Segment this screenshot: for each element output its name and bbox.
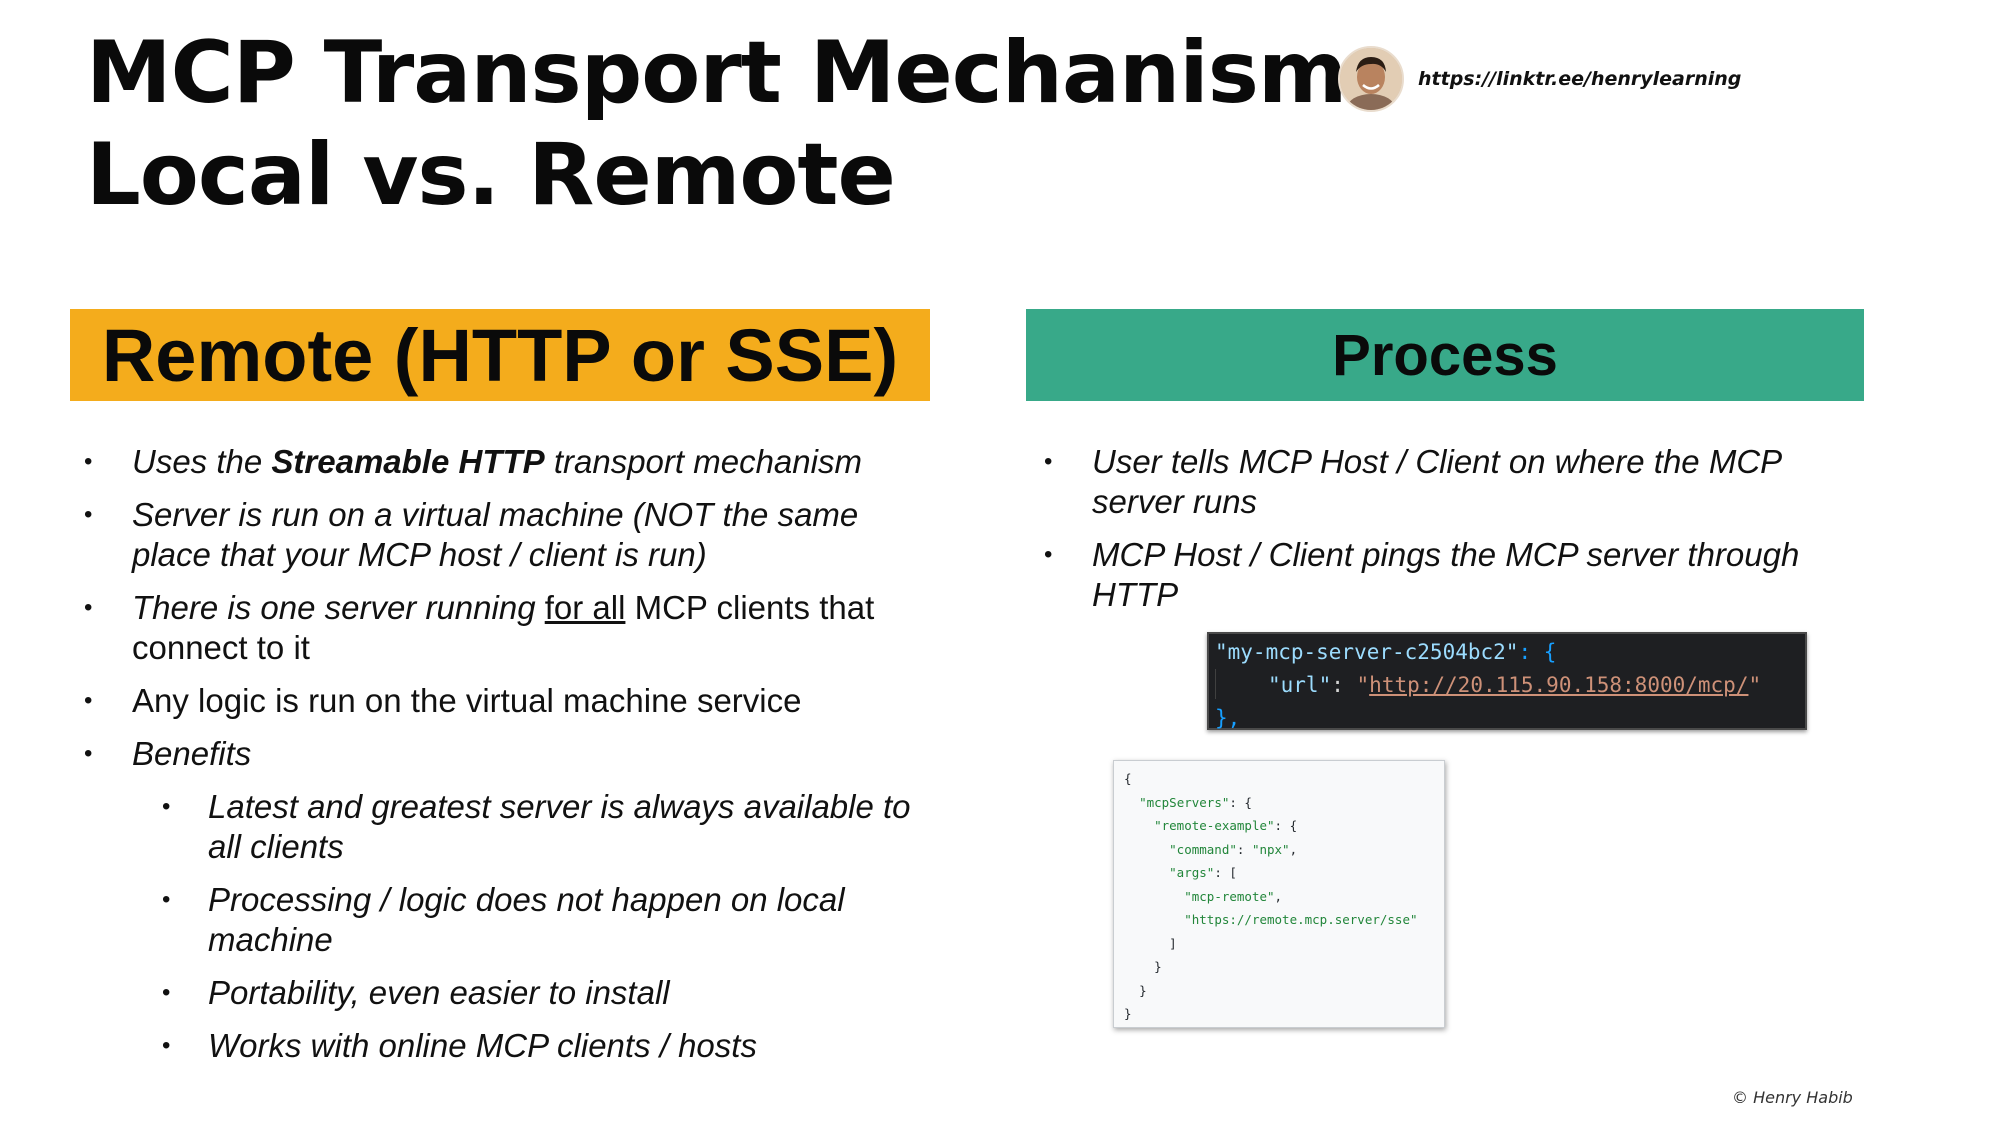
avatar-portrait-icon (1340, 48, 1402, 110)
copyright-credit: © Henry Habib (1732, 1088, 1853, 1107)
avatar (1338, 46, 1404, 112)
code-token: : { (1229, 794, 1252, 810)
remote-bullet-list: Uses the Streamable HTTP transport mecha… (70, 442, 930, 1079)
code-token: : { (1274, 818, 1298, 833)
mcp-servers-json-snippet: { "mcpServers": { "remote-example": { "c… (1113, 760, 1445, 1028)
code-token: "url" (1268, 673, 1332, 697)
list-item: Latest and greatest server is always ava… (148, 787, 930, 867)
code-token: }, (1215, 706, 1241, 730)
bullet-text: Portability, even easier to install (208, 974, 670, 1011)
bullet-text: Server is run on a virtual machine (NOT … (132, 496, 859, 573)
process-banner-label: Process (1332, 322, 1558, 388)
code-token: "mcpServers" (1139, 794, 1230, 810)
bullet-text: MCP Host / Client pings the MCP server t… (1092, 536, 1800, 613)
code-token: "args" (1169, 865, 1215, 880)
code-url-link[interactable]: http://20.115.90.158:8000/mcp/ (1369, 673, 1749, 697)
code-token: "my-mcp-server-c2504bc2" (1215, 640, 1519, 664)
bullet-text: Uses the (132, 443, 272, 480)
code-token: "mcp-remote" (1184, 888, 1275, 904)
bullet-text: Works with online MCP clients / hosts (208, 1027, 757, 1064)
bullet-text: Benefits (132, 735, 252, 772)
author-link[interactable]: https://linktr.ee/henrylearning (1418, 68, 1742, 90)
code-token: { (1124, 771, 1132, 786)
list-item: User tells MCP Host / Client on where th… (1030, 442, 1860, 522)
list-item: Benefits Latest and greatest server is a… (70, 734, 930, 1066)
code-token: } (1154, 959, 1162, 974)
indent-guide (1215, 669, 1216, 699)
code-token: , (1289, 841, 1298, 857)
page-title: MCP Transport Mechanisms Local vs. Remot… (86, 22, 1398, 226)
bullet-text: transport mechanism (544, 443, 862, 480)
code-token: : (1331, 673, 1357, 697)
code-token: "npx" (1251, 841, 1290, 857)
code-token: "command" (1169, 841, 1237, 857)
bullet-text: MCP clients that connect to it (132, 589, 875, 666)
title-line-1: MCP Transport Mechanisms (86, 23, 1398, 123)
code-token: " (1356, 673, 1370, 697)
bullet-bold-text: Streamable HTTP (271, 443, 545, 480)
bullet-text: Processing / logic does not happen on lo… (208, 881, 845, 958)
code-token: } (1139, 982, 1147, 998)
bullet-text: User tells MCP Host / Client on where th… (1092, 443, 1781, 520)
list-item: Any logic is run on the virtual machine … (70, 681, 930, 721)
list-item: Works with online MCP clients / hosts (148, 1026, 930, 1066)
code-token: } (1124, 1006, 1132, 1021)
process-bullet-list: User tells MCP Host / Client on where th… (1030, 442, 1860, 628)
benefits-list: Latest and greatest server is always ava… (148, 787, 930, 1066)
code-token: : { (1518, 640, 1557, 664)
list-item: MCP Host / Client pings the MCP server t… (1030, 535, 1860, 615)
code-token: : (1236, 841, 1252, 857)
code-token: ] (1169, 935, 1177, 951)
author-badge: https://linktr.ee/henrylearning (1338, 46, 1741, 112)
code-token: " (1748, 673, 1762, 697)
remote-config-code-snippet: "my-mcp-server-c2504bc2": { "url": "http… (1207, 632, 1807, 730)
bullet-text: Any logic is run on the virtual machine … (132, 682, 802, 719)
code-token: "https://remote.mcp.server/sse" (1184, 912, 1418, 927)
code-token: , (1274, 888, 1283, 904)
list-item: Portability, even easier to install (148, 973, 930, 1013)
title-line-2: Local vs. Remote (86, 125, 896, 225)
code-token: "remote-example" (1154, 818, 1275, 833)
bullet-text: Latest and greatest server is always ava… (208, 788, 911, 865)
code-token: : [ (1214, 865, 1237, 880)
remote-banner: Remote (HTTP or SSE) (70, 309, 930, 401)
list-item: Uses the Streamable HTTP transport mecha… (70, 442, 930, 482)
bullet-underlined-text: for all (544, 589, 626, 626)
process-banner: Process (1026, 309, 1864, 401)
list-item: Server is run on a virtual machine (NOT … (70, 495, 930, 575)
list-item: There is one server running for all MCP … (70, 588, 930, 668)
bullet-text: There is one server running (132, 589, 545, 626)
list-item: Processing / logic does not happen on lo… (148, 880, 930, 960)
remote-banner-label: Remote (HTTP or SSE) (101, 313, 899, 397)
